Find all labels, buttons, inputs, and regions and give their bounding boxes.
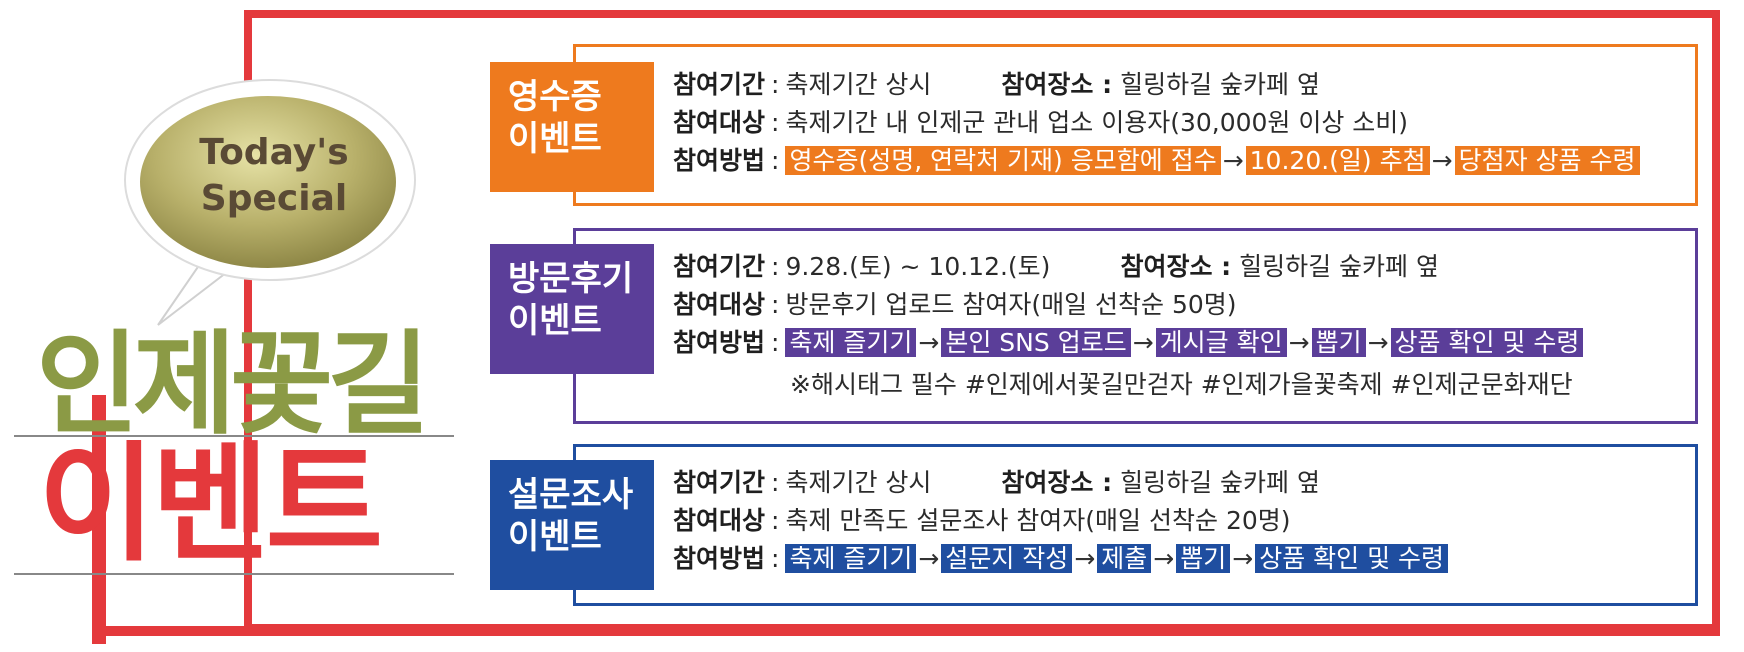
colon: : (771, 544, 780, 573)
method-row: 참여방법:축제 즐기기→본인 SNS 업로드→게시글 확인→뽑기→상품 확인 및… (673, 324, 1584, 362)
method-label: 참여방법 (673, 146, 766, 175)
todays-special-bubble: Today's Special (118, 70, 418, 330)
colon: : (771, 506, 780, 535)
event-tag-line-2: 이벤트 (508, 517, 602, 557)
target-label: 참여대상 (673, 290, 766, 319)
place-value: 힐링하길 숲카페 옆 (1239, 252, 1439, 281)
method-step: 뽑기 (1311, 328, 1366, 357)
target-label: 참여대상 (673, 108, 766, 137)
period-label: 참여기간 (673, 468, 766, 497)
method-step: 축제 즐기기 (785, 544, 917, 573)
place-label: 참여장소 : (1120, 252, 1232, 281)
target-label: 참여대상 (673, 506, 766, 535)
colon: : (771, 108, 780, 137)
arrow-icon: → (1132, 328, 1154, 357)
colon: : (771, 252, 780, 281)
colon: : (771, 468, 780, 497)
method-step: 축제 즐기기 (785, 328, 917, 357)
arrow-icon: → (1288, 328, 1310, 357)
colon: : (771, 146, 780, 175)
method-step: 상품 확인 및 수령 (1390, 328, 1584, 357)
arrow-icon: → (1074, 544, 1096, 573)
event-visit-review: 방문후기 이벤트 참여기간:9.28.(토) ~ 10.12.(토)참여장소 :… (490, 228, 1698, 424)
method-step: 게시글 확인 (1155, 328, 1287, 357)
arrow-icon: → (918, 544, 940, 573)
method-step: 뽑기 (1176, 544, 1231, 573)
method-step: 상품 확인 및 수령 (1255, 544, 1449, 573)
target-value: 방문후기 업로드 참여자(매일 선착순 50명) (785, 290, 1237, 319)
place-label: 참여장소 : (1001, 468, 1113, 497)
arrow-icon: → (918, 328, 940, 357)
title-line-2: 이벤트 (38, 430, 383, 579)
event-tag-line-1: 영수증 (508, 77, 602, 117)
arrow-icon: → (1232, 544, 1254, 573)
method-step: 영수증(성명, 연락처 기재) 응모함에 접수 (785, 146, 1221, 175)
target-row: 참여대상:축제기간 내 인제군 관내 업소 이용자(30,000원 이상 소비) (673, 104, 1640, 142)
method-label: 참여방법 (673, 544, 766, 573)
event-tag-line-2: 이벤트 (508, 301, 602, 341)
method-row: 참여방법:축제 즐기기→설문지 작성→제출→뽑기→상품 확인 및 수령 (673, 540, 1449, 578)
arrow-icon: → (1153, 544, 1175, 573)
bubble-line-1: Today's (199, 132, 349, 173)
target-value: 축제기간 내 인제군 관내 업소 이용자(30,000원 이상 소비) (785, 108, 1409, 137)
bubble-line-2: Special (200, 178, 348, 219)
period-row: 참여기간:축제기간 상시 참여장소 : 힐링하길 숲카페 옆 (673, 464, 1448, 502)
event-box (573, 228, 1698, 424)
event-tag-line-1: 방문후기 (508, 259, 634, 299)
event-tag: 영수증 이벤트 (490, 62, 654, 192)
period-value: 축제기간 상시 (785, 70, 932, 99)
period-label: 참여기간 (673, 70, 766, 99)
hashtag-note-text: ※해시태그 필수 #인제에서꽃길만걷자 #인제가을꽃축제 #인제군문화재단 (790, 370, 1573, 399)
red-frame-left-edge (92, 395, 106, 644)
place-value: 힐링하길 숲카페 옆 (1120, 468, 1320, 497)
event-tag: 방문후기 이벤트 (490, 244, 654, 374)
title-rule-bottom (14, 573, 454, 575)
target-value: 축제 만족도 설문조사 참여자(매일 선착순 20명) (785, 506, 1291, 535)
event-box (573, 444, 1698, 606)
method-row: 참여방법:영수증(성명, 연락처 기재) 응모함에 접수→10.20.(일) 추… (673, 142, 1640, 180)
period-value: 축제기간 상시 (785, 468, 932, 497)
period-label: 참여기간 (673, 252, 766, 281)
colon: : (771, 290, 780, 319)
event-tag-line-2: 이벤트 (508, 119, 602, 159)
arrow-icon: → (1367, 328, 1389, 357)
target-row: 참여대상:방문후기 업로드 참여자(매일 선착순 50명) (673, 286, 1583, 324)
event-tag: 설문조사 이벤트 (490, 460, 654, 590)
period-value: 9.28.(토) ~ 10.12.(토) (785, 252, 1051, 281)
period-row: 참여기간:축제기간 상시 참여장소 : 힐링하길 숲카페 옆 (673, 66, 1640, 104)
method-step: 설문지 작성 (941, 544, 1073, 573)
title-line-1: 인제꽃길 (36, 320, 430, 450)
bubble-text: Today's Special (178, 130, 370, 222)
method-step: 당첨자 상품 수령 (1454, 146, 1640, 175)
red-frame-bottom-edge (92, 626, 1720, 636)
arrow-icon: → (1222, 146, 1244, 175)
event-box (573, 44, 1698, 206)
title-rule-top (14, 435, 454, 437)
event-details: 참여기간:9.28.(토) ~ 10.12.(토)참여장소 : 힐링하길 숲카페… (673, 248, 1584, 404)
colon: : (771, 70, 780, 99)
place-label: 참여장소 : (1001, 70, 1113, 99)
hashtag-note: ※해시태그 필수 #인제에서꽃길만걷자 #인제가을꽃축제 #인제군문화재단 (673, 366, 1583, 404)
method-label: 참여방법 (673, 328, 766, 357)
method-step: 제출 (1097, 544, 1152, 573)
method-step: 본인 SNS 업로드 (941, 328, 1131, 357)
arrow-icon: → (1431, 146, 1453, 175)
place-value: 힐링하길 숲카페 옆 (1120, 70, 1320, 99)
event-tag-line-1: 설문조사 (508, 475, 634, 515)
method-step: 10.20.(일) 추첨 (1245, 146, 1430, 175)
period-row: 참여기간:9.28.(토) ~ 10.12.(토) 참여장소 : 힐링하길 숲카페… (673, 248, 1583, 286)
colon: : (771, 328, 780, 357)
speech-bubble-icon (124, 79, 416, 326)
target-row: 참여대상:축제 만족도 설문조사 참여자(매일 선착순 20명) (673, 502, 1448, 540)
